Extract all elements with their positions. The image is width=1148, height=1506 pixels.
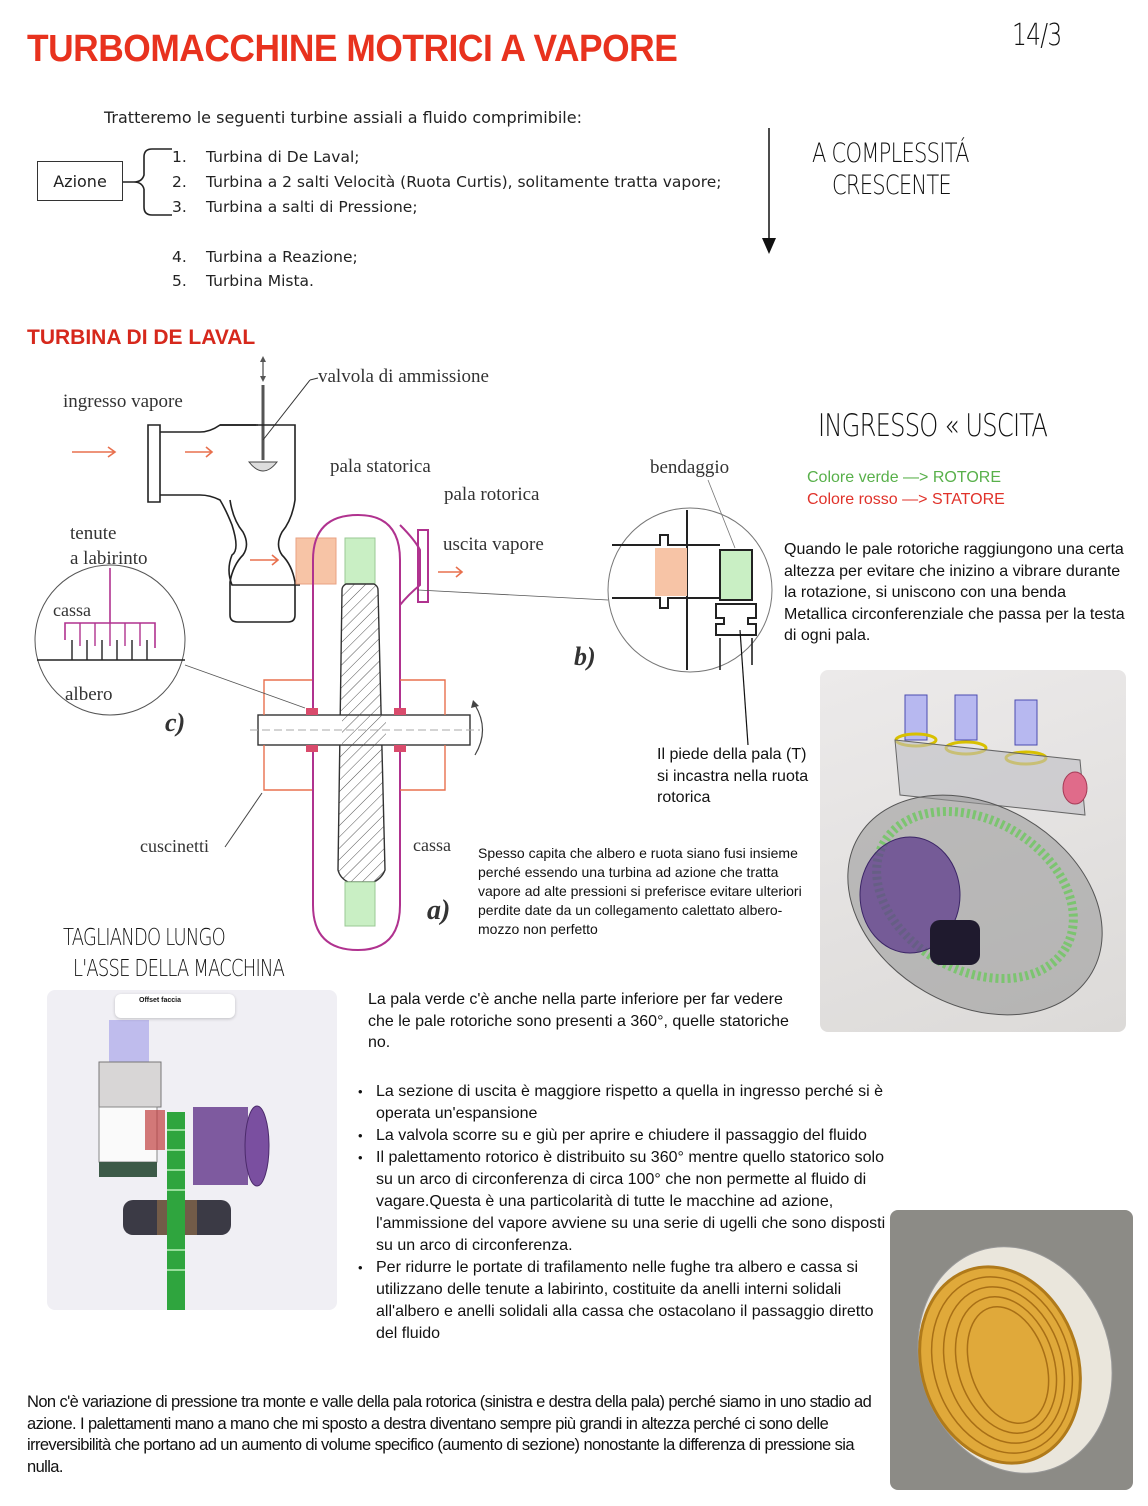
rotor-blade-bottom [344,881,376,927]
bullet-item: La sezione di uscita è maggiore rispetto… [358,1081,888,1125]
label-bendaggio: bendaggio [650,457,730,478]
fusi-note: Spesso capita che albero e ruota siano f… [478,845,802,937]
label-cuscinetti: cuscinetti [140,836,209,856]
legend-green: Colore verde —> ROTORE [807,469,1001,486]
label-cassa-detail: cassa [53,600,91,620]
bearing-left [263,679,312,791]
rotor-blade-top [344,537,376,585]
detail-c-circle [34,564,186,716]
label-albero: albero [65,684,113,705]
bullet-item: Il palettamento rotorico è distribuito s… [358,1147,888,1257]
down-arrow-icon [762,128,776,254]
offset-card-title: Offset faccia [139,997,182,1004]
label-b: b) [574,642,596,671]
brace-icon [123,148,172,216]
flow-arrows [72,446,464,578]
label-cassa: cassa [413,835,451,855]
page-title: TURBOMACCHINE MOTRICI A VAPORE [27,28,678,70]
labyrinth-seal-photo [890,1210,1133,1490]
render-3d-turbine [820,670,1126,1032]
bearing-right [400,679,446,791]
complexity-note-line1: A COMPLESSITÁ [812,138,970,169]
bullet-item: Per ridurre le portate di trafilamento n… [358,1257,888,1345]
label-labirinto: a labirinto [70,548,148,569]
label-tenute: tenute [70,523,117,544]
intro-text: Tratteremo le seguenti turbine assiali a… [104,108,582,127]
turbine-list: 1.Turbina di De Laval; 2.Turbina a 2 sal… [172,148,722,290]
bendaggio-note: Quando le pale rotoriche raggiungono una… [784,541,1125,644]
tagliando-line1: TAGLIANDO LUNGO [63,925,226,951]
render-3d-section: Offset faccia [47,990,337,1310]
offset-card[interactable]: Offset faccia [115,994,235,1018]
label-pala-statorica: pala statorica [330,456,431,477]
bullet-item: La valvola scorre su e giù per aprire e … [358,1125,888,1147]
pala-verde-note: La pala verde c'è anche nella parte infe… [368,991,789,1051]
label-valvola: valvola di ammissione [318,366,489,387]
piede-note: Il piede della pala (T) si incastra nell… [657,746,809,806]
detail-b-circle [607,507,773,673]
azione-box: Azione [37,161,123,201]
de-laval-diagram [34,356,773,952]
label-a: a) [427,895,451,926]
footer-paragraph: Non c'è variazione di pressione tra mont… [27,1393,872,1476]
page-number: 14/3 [1012,18,1062,53]
legend-red: Colore rosso —> STATORE [807,491,1005,508]
section-title: TURBINA DI DE LAVAL [27,326,256,349]
label-uscita: uscita vapore [443,534,544,555]
casing-outline [312,513,401,952]
label-c: c) [165,708,186,737]
bullet-list: La sezione di uscita è maggiore rispetto… [358,1081,888,1345]
tagliando-line2: L'ASSE DELLA MACCHINA [73,956,285,982]
complexity-note-line2: CRESCENTE [832,170,952,201]
label-ingresso: ingresso vapore [63,391,183,412]
stator-blade [295,537,337,585]
label-pala-rotorica: pala rotorica [444,484,540,505]
valve-icon [247,356,319,472]
ingresso-uscita-note: INGRESSO « USCITA [818,408,1048,444]
